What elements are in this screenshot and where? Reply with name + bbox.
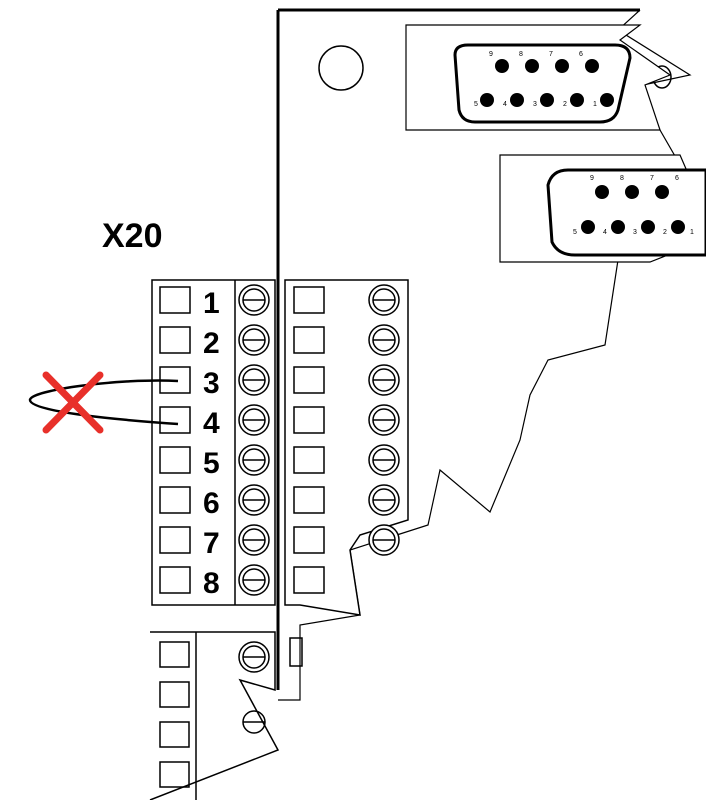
terminal-number: 2	[203, 327, 220, 360]
pin-label: 5	[573, 229, 577, 236]
terminal-block-label: X20	[102, 217, 163, 255]
terminal-number: 4	[203, 407, 220, 440]
terminal-slot	[293, 566, 325, 594]
terminal-slot	[159, 526, 191, 554]
terminal-number: 5	[203, 447, 220, 480]
terminal-number: 3	[203, 367, 220, 400]
pin-label: 8	[519, 51, 523, 58]
terminal-slot	[293, 406, 325, 434]
terminal-slot	[293, 446, 325, 474]
terminal-number: 6	[203, 487, 220, 520]
mounting-hole-large	[318, 45, 364, 91]
pin-label: 7	[650, 175, 654, 182]
terminal-slot	[293, 326, 325, 354]
terminal-number: 7	[203, 527, 220, 560]
pin-label: 4	[503, 101, 507, 108]
terminal-slot	[159, 326, 191, 354]
pin-label: 2	[563, 101, 567, 108]
jumper-wire	[28, 379, 179, 426]
db9-connector-top: 9 8 7 6 5 4 3 2 1	[405, 24, 672, 131]
terminal-slot	[159, 566, 191, 594]
terminal-slot	[159, 286, 191, 314]
pin-label: 7	[549, 51, 553, 58]
terminal-slot	[159, 446, 191, 474]
pin-label: 3	[533, 101, 537, 108]
remove-cross-icon	[42, 371, 104, 434]
terminal-slot	[293, 366, 325, 394]
db9-connector-bottom: 9 8 7 6 5 4 3 2 1	[499, 154, 706, 263]
pin-label: 1	[593, 101, 597, 108]
pin-label: 4	[603, 229, 607, 236]
terminal-slot	[293, 526, 325, 554]
pin-label: 2	[663, 229, 667, 236]
pin-label: 9	[489, 51, 493, 58]
pin-label: 6	[675, 175, 679, 182]
pin-label: 3	[633, 229, 637, 236]
terminal-slot	[293, 286, 325, 314]
terminal-number: 8	[203, 567, 220, 600]
terminal-number: 1	[203, 287, 220, 320]
terminal-slot	[293, 486, 325, 514]
pin-label: 6	[579, 51, 583, 58]
pin-label: 5	[474, 101, 478, 108]
pin-label: 9	[590, 175, 594, 182]
terminal-slot	[159, 486, 191, 514]
terminal-block-lower	[149, 631, 303, 800]
pin-label: 1	[690, 229, 694, 236]
pin-label: 8	[620, 175, 624, 182]
terminal-slot	[159, 406, 191, 434]
